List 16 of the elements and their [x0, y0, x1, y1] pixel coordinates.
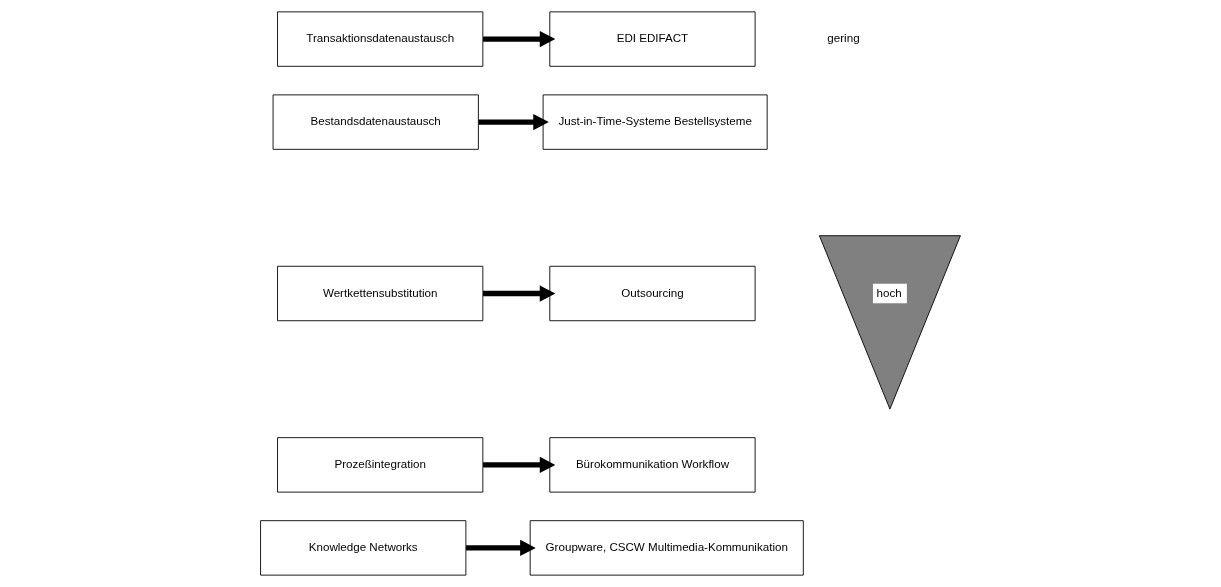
node-box: Groupware, CSCW Multimedia-Kommunikation	[529, 520, 804, 576]
node-box: Outsourcing	[549, 265, 756, 322]
node-box: Bestandsdatenaustausch	[272, 94, 479, 150]
arrow	[483, 30, 556, 48]
node-box: Just-in-Time-Systeme Bestellsysteme	[542, 94, 768, 150]
node-box: Transaktionsdatenaustausch	[277, 11, 484, 67]
arrow	[478, 113, 549, 131]
arrow	[483, 285, 556, 302]
node-box: Bürokommunikation Workflow	[549, 437, 756, 493]
node-box: Wertkettensubstitution	[277, 265, 484, 322]
node-box: Prozeßintegration	[277, 437, 484, 493]
label: gering	[827, 31, 860, 45]
node-box: EDI EDIFACT	[549, 11, 756, 67]
node-box: Knowledge Networks	[260, 520, 467, 576]
arrow	[483, 456, 556, 474]
arrow	[466, 539, 536, 557]
